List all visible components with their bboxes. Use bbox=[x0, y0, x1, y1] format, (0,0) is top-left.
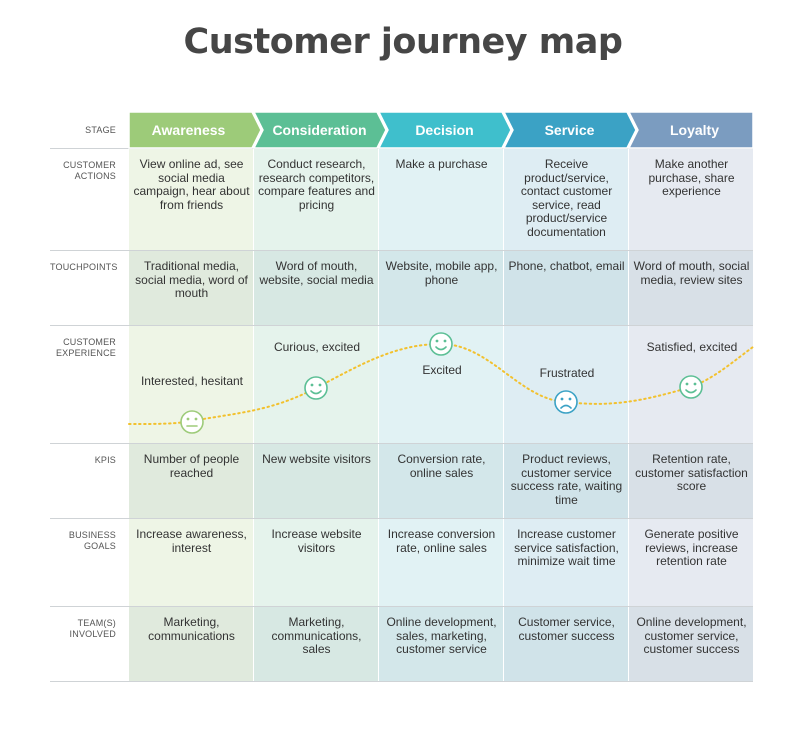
stage-row-label: STAGE bbox=[85, 125, 116, 135]
map-cell: Generate positive reviews, increase rete… bbox=[644, 527, 739, 568]
smile-face-icon bbox=[429, 332, 453, 356]
stage-header-label: Loyalty bbox=[635, 112, 754, 148]
stage-header-consideration bbox=[252, 111, 387, 149]
map-cell: Make a purchase bbox=[395, 157, 488, 171]
map-cell: Conversion rate, online sales bbox=[397, 452, 486, 480]
row-shade bbox=[129, 443, 253, 518]
row-shade bbox=[379, 443, 503, 518]
row-label: TOUCHPOINTS bbox=[50, 262, 118, 272]
map-cell: View online ad, see social media campaig… bbox=[133, 157, 250, 212]
map-cell: Number of people reached bbox=[143, 452, 240, 480]
row-divider bbox=[50, 681, 753, 682]
map-cell: Retention rate, customer satisfaction sc… bbox=[635, 452, 748, 493]
smile-face-icon bbox=[679, 375, 703, 399]
row-shade bbox=[379, 250, 503, 325]
stage-header-awareness bbox=[128, 111, 262, 149]
stage-header-label: Decision bbox=[385, 112, 504, 148]
stage-column-band bbox=[504, 148, 628, 681]
row-shade bbox=[129, 250, 253, 325]
stage-header-decision bbox=[377, 111, 512, 149]
row-shade bbox=[504, 443, 628, 518]
map-cell: Increase customer service satisfaction, … bbox=[514, 527, 619, 568]
page-title: Customer journey map bbox=[183, 22, 623, 62]
row-label: CUSTOMER EXPERIENCE bbox=[55, 337, 116, 358]
row-shade bbox=[254, 606, 378, 681]
row-label: CUSTOMER ACTIONS bbox=[63, 160, 116, 181]
stage-name: Awareness bbox=[151, 122, 226, 138]
map-cell: Increase website visitors bbox=[271, 527, 362, 555]
row-shade bbox=[504, 606, 628, 681]
emotion-label: Frustrated bbox=[539, 366, 595, 380]
row-divider bbox=[50, 443, 753, 444]
row-shade bbox=[629, 606, 753, 681]
map-cell: Increase conversion rate, online sales bbox=[387, 527, 496, 555]
map-cell: Marketing, communications bbox=[148, 615, 235, 643]
neutral-face-icon bbox=[180, 410, 204, 434]
stage-header-label: Awareness bbox=[129, 112, 248, 148]
map-cell: Online development, customer service, cu… bbox=[636, 615, 747, 656]
map-cell: Increase awareness, interest bbox=[136, 527, 247, 555]
row-shade bbox=[254, 443, 378, 518]
stage-column-band bbox=[379, 148, 503, 681]
stage-name: Service bbox=[544, 122, 595, 138]
row-shade bbox=[129, 606, 253, 681]
map-cell: Word of mouth, website, social media bbox=[259, 259, 374, 287]
stage-column-band bbox=[629, 148, 753, 681]
emotion-label: Curious, excited bbox=[273, 340, 361, 354]
row-label: KPIS bbox=[94, 455, 116, 465]
row-shade bbox=[629, 443, 753, 518]
row-divider bbox=[50, 325, 753, 326]
row-shade bbox=[504, 250, 628, 325]
stage-header-label: Service bbox=[510, 112, 629, 148]
stage-name: Decision bbox=[415, 122, 474, 138]
row-divider bbox=[50, 250, 753, 251]
row-shade bbox=[629, 250, 753, 325]
map-cell: Traditional media, social media, word of… bbox=[135, 259, 248, 300]
map-cell: New website visitors bbox=[262, 452, 371, 466]
map-cell: Customer service, customer success bbox=[518, 615, 615, 643]
map-cell: Marketing, communications, sales bbox=[271, 615, 362, 656]
map-cell: Website, mobile app, phone bbox=[385, 259, 498, 287]
row-shade bbox=[379, 606, 503, 681]
map-cell: Product reviews, customer service succes… bbox=[510, 452, 623, 507]
row-label: TEAM(S) INVOLVED bbox=[69, 618, 116, 639]
stage-name: Loyalty bbox=[669, 122, 719, 138]
map-cell: Conduct research, research competitors, … bbox=[258, 157, 375, 212]
stage-header-service bbox=[502, 111, 637, 149]
smile-face-icon bbox=[304, 376, 328, 400]
stage-column-band bbox=[254, 148, 378, 681]
stage-header-loyalty bbox=[627, 111, 754, 149]
map-cell: Receive product/service, contact custome… bbox=[520, 157, 613, 239]
stage-header-label: Consideration bbox=[260, 112, 379, 148]
emotion-label: Excited bbox=[422, 363, 462, 377]
frown-face-icon bbox=[554, 390, 578, 414]
row-divider bbox=[50, 518, 753, 519]
row-shade bbox=[254, 250, 378, 325]
row-divider bbox=[50, 606, 753, 607]
map-cell: Make another purchase, share experience bbox=[648, 157, 735, 198]
emotion-label: Satisfied, excited bbox=[646, 340, 738, 354]
map-cell: Online development, sales, marketing, cu… bbox=[386, 615, 497, 656]
emotion-label: Interested, hesitant bbox=[140, 374, 244, 388]
stage-name: Consideration bbox=[272, 122, 367, 138]
map-cell: Phone, chatbot, email bbox=[508, 259, 625, 273]
map-cell: Word of mouth, social media, review site… bbox=[633, 259, 750, 287]
row-label: BUSINESS GOALS bbox=[68, 530, 116, 551]
